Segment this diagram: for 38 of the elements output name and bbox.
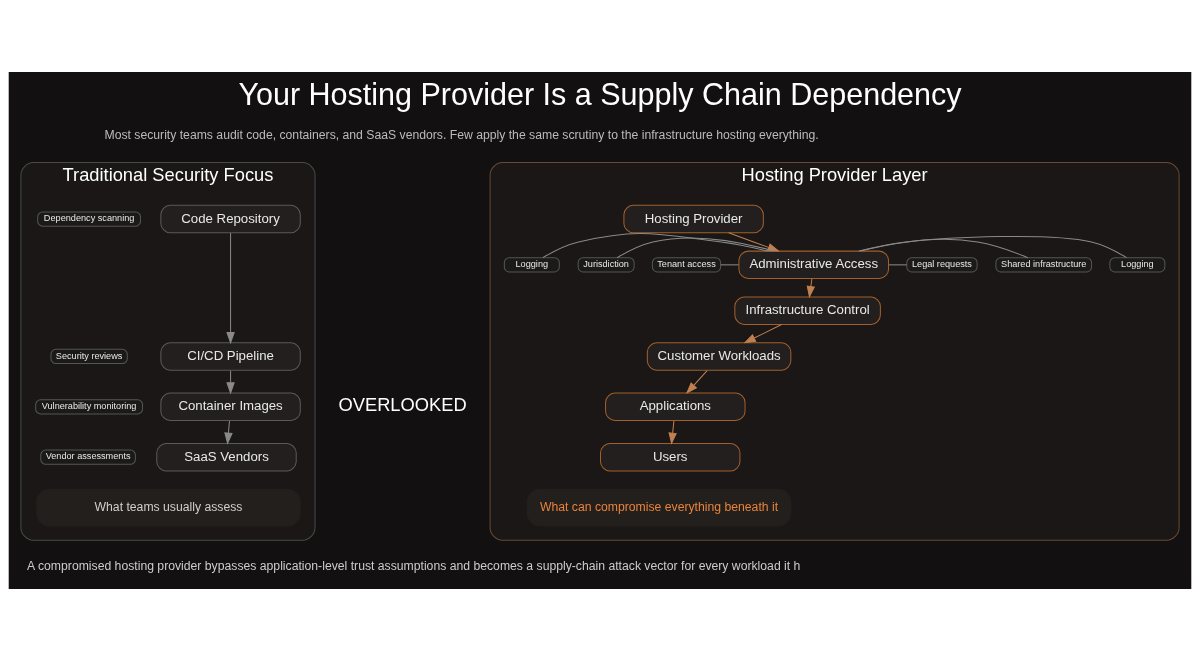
node-box: Logging — [503, 256, 560, 272]
diagram-title: Your Hosting Provider Is a Supply Chain Dependency — [238, 76, 962, 111]
label: OVERLOOKED — [338, 393, 467, 415]
node-box: Security reviews — [50, 348, 128, 364]
node-box: Legal requests — [906, 256, 978, 272]
node-box: Tenant access — [651, 256, 722, 272]
node-box: Customer Workloads — [646, 341, 792, 371]
node-box: Container Images — [160, 392, 301, 421]
caption: A compromised hosting provider bypasses application-level trust assumptions and becomes a supply-chain attack vector for every workload it h — [27, 558, 801, 573]
node-box: Hosting Provider — [623, 204, 764, 233]
node-box: Infrastructure Control — [734, 295, 881, 325]
node-box: Users — [600, 442, 741, 471]
node-box: Jurisdiction — [577, 256, 635, 272]
connector — [859, 235, 1128, 258]
arrow — [224, 420, 233, 445]
connector — [542, 232, 768, 258]
label: Most security teams audit code, containers, and SaaS vendors. Few apply the same scrutiny to the infrastructure hosting everything. — [104, 127, 819, 142]
arrow — [806, 277, 816, 298]
node-box: Vendor assessments — [40, 449, 136, 465]
node-box: Dependency scanning — [37, 210, 141, 227]
node-box: Logging — [1109, 256, 1166, 272]
arrow — [685, 369, 708, 394]
connector — [858, 238, 1029, 258]
node-box: Shared infrastructure — [995, 256, 1093, 272]
node-box: Vulnerability monitoring — [35, 398, 144, 414]
connector — [616, 237, 775, 258]
node-box: Administrative Access — [738, 250, 890, 279]
arrow — [728, 231, 780, 251]
connector — [888, 263, 908, 265]
node-box: Code Repository — [160, 204, 301, 233]
arrow — [668, 420, 677, 445]
node-box: CI/CD Pipeline — [160, 341, 301, 371]
node-box: SaaS Vendors — [156, 442, 297, 471]
connector — [720, 263, 740, 265]
arrow — [226, 232, 235, 344]
node-box: Applications — [605, 392, 746, 421]
arrow — [743, 323, 783, 343]
arrow — [226, 369, 235, 394]
